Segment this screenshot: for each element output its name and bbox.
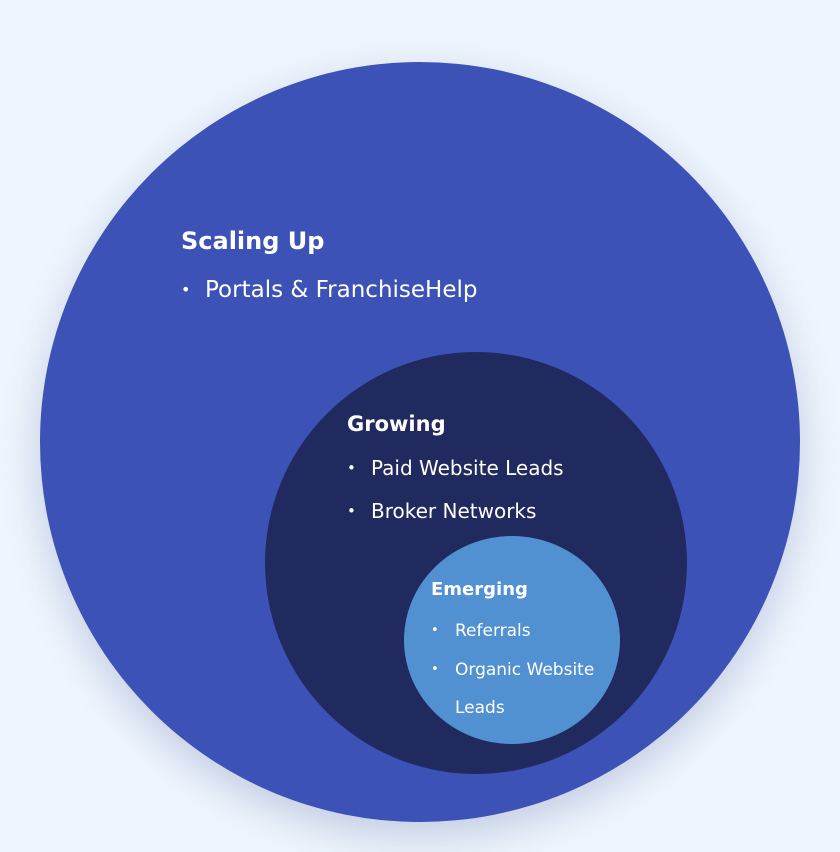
- emerging-list: • Referrals • Organic Website Leads: [431, 618, 594, 721]
- growing-title: Growing: [347, 412, 446, 436]
- bullet-icon: •: [347, 502, 356, 520]
- growing-block: Growing • Paid Website Leads • Broker Ne…: [347, 408, 564, 526]
- emerging-item: • Referrals: [431, 618, 594, 644]
- bullet-icon: •: [431, 662, 439, 677]
- scaling-up-title: Scaling Up: [181, 227, 325, 255]
- growing-list: • Paid Website Leads • Broker Networks: [347, 453, 564, 526]
- inner-circle-emerging: [404, 536, 620, 744]
- emerging-item-label: Referrals: [455, 621, 531, 641]
- growing-item: • Broker Networks: [347, 496, 564, 526]
- scaling-up-item: • Portals & FranchiseHelp: [181, 274, 478, 306]
- emerging-item-label: Organic Website: [455, 660, 595, 680]
- bullet-icon: •: [347, 459, 356, 477]
- emerging-block: Emerging • Referrals • Organic Website L…: [431, 575, 594, 721]
- bullet-icon: •: [431, 623, 439, 638]
- emerging-title: Emerging: [431, 579, 528, 600]
- bullet-icon: •: [181, 280, 191, 299]
- emerging-item: • Organic Website Leads: [431, 657, 594, 721]
- scaling-up-list: • Portals & FranchiseHelp: [181, 274, 478, 306]
- growing-item-label: Broker Networks: [371, 499, 537, 523]
- growing-item-label: Paid Website Leads: [371, 456, 564, 480]
- scaling-up-block: Scaling Up • Portals & FranchiseHelp: [181, 222, 478, 306]
- growing-item: • Paid Website Leads: [347, 453, 564, 483]
- scaling-up-item-label: Portals & FranchiseHelp: [205, 277, 478, 303]
- emerging-item-label-continued: Leads: [455, 698, 505, 718]
